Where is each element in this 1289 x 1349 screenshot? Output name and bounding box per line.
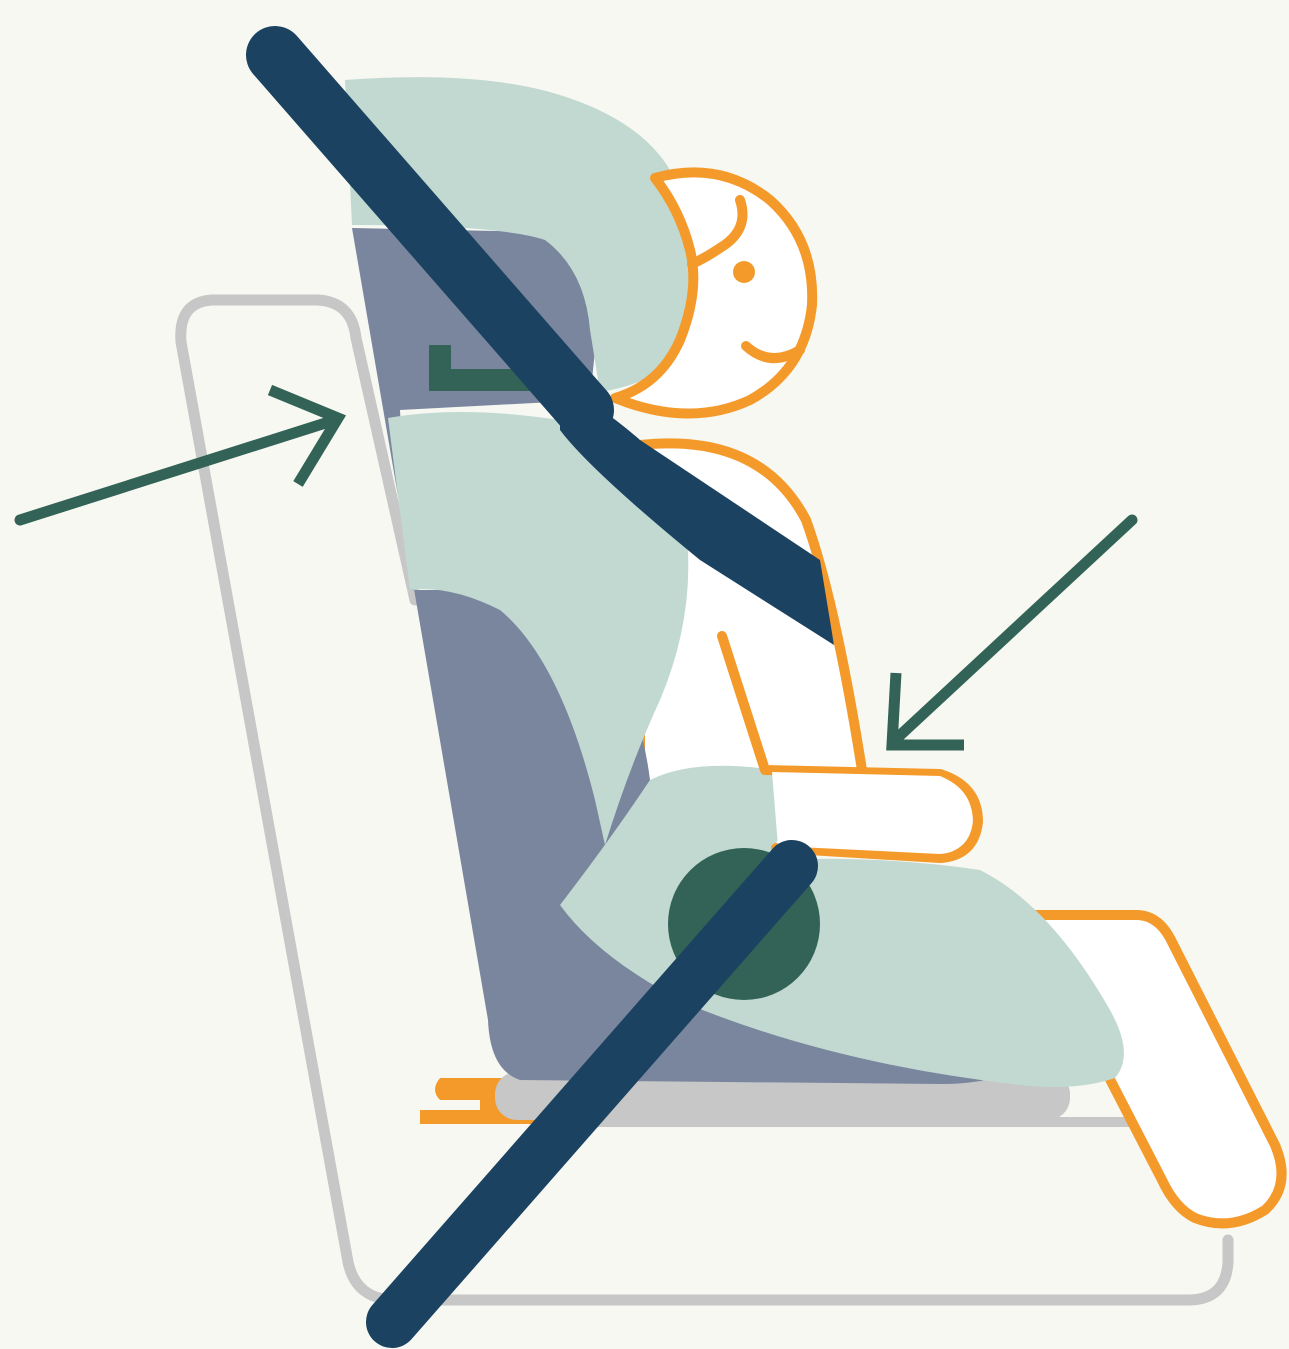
- arrow-icon: [892, 520, 1132, 745]
- arrow-icon: [20, 390, 338, 520]
